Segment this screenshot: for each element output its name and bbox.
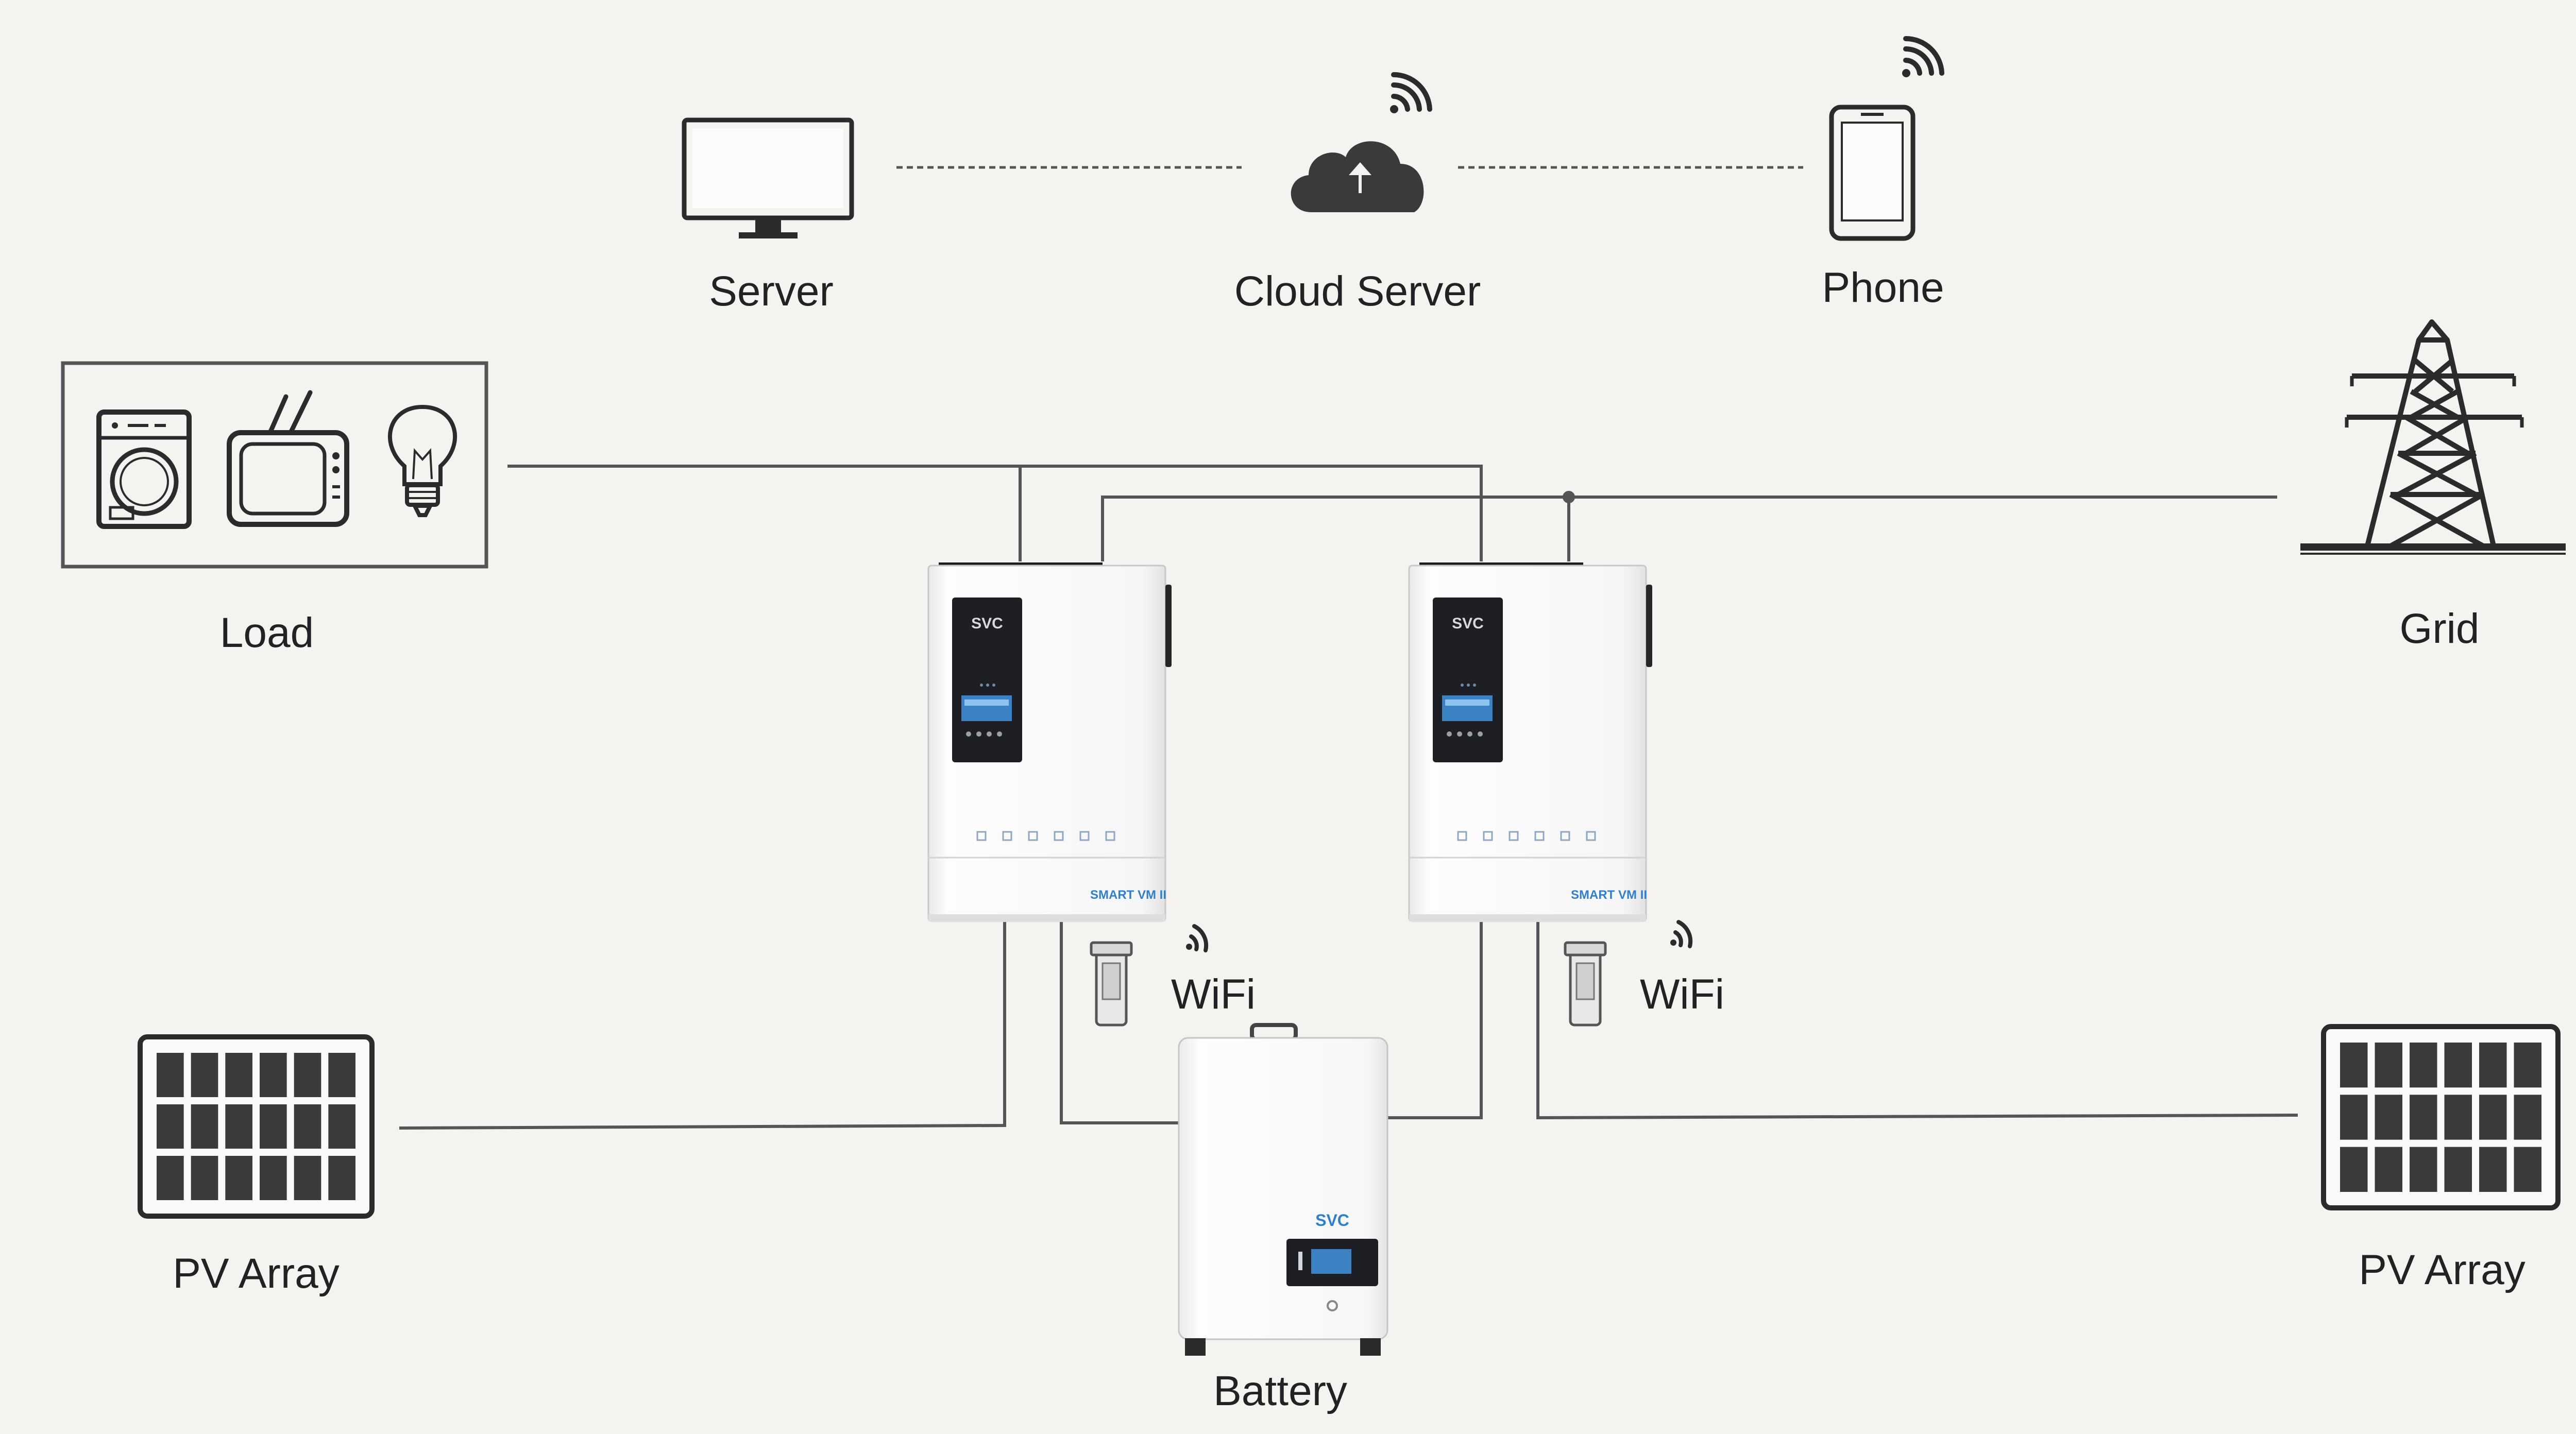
solar-cell: [328, 1053, 355, 1097]
pv-array-right-label: PV Array: [2359, 1247, 2526, 1293]
battery-label: Battery: [1213, 1368, 1347, 1414]
inverter-2-brand: SVC: [1452, 615, 1484, 632]
load-label: Load: [219, 609, 314, 656]
solar-cell: [294, 1053, 321, 1097]
inverter-1-model: SMART VM II: [1090, 888, 1166, 902]
wifi-signal-icon: [1390, 72, 1432, 113]
solar-cell: [157, 1156, 184, 1200]
wifi-label-1: WiFi: [1171, 971, 1256, 1018]
wifi-signal-icon: [1902, 36, 1944, 77]
solar-cell: [2340, 1095, 2368, 1140]
smartphone-icon: [1829, 105, 1916, 241]
wifi-label-2: WiFi: [1640, 971, 1724, 1018]
solar-cell: [2514, 1147, 2541, 1192]
wifi-signal-icon: [1186, 924, 1209, 952]
solar-cell: [294, 1156, 321, 1200]
solar-cell: [157, 1053, 184, 1097]
load-box: [61, 361, 488, 569]
pv-left-line: [399, 922, 1006, 1130]
solar-cell: [2375, 1095, 2402, 1140]
solar-cell: [2375, 1043, 2402, 1088]
solar-cell: [2444, 1147, 2472, 1192]
solar-cell: [2479, 1043, 2507, 1088]
solar-cell: [2479, 1095, 2507, 1140]
pv-right-line: [1536, 922, 2298, 1120]
monitor-icon: [682, 117, 854, 238]
pv-array-left-label: PV Array: [173, 1250, 340, 1297]
solar-cell: [191, 1156, 218, 1200]
solar-cell: [2514, 1095, 2541, 1140]
solar-cell: [328, 1156, 355, 1200]
solar-cell: [2410, 1147, 2437, 1192]
solar-panel-icon: [138, 1034, 375, 1219]
wifi-dongle-2: [1564, 920, 1693, 1027]
washing-machine-icon: [96, 409, 192, 529]
cloud-upload-icon: [1291, 141, 1424, 212]
solar-cell: [2340, 1147, 2368, 1192]
connection-lines: [399, 166, 2298, 1130]
solar-cell: [2375, 1147, 2402, 1192]
inverter-2-model: SMART VM II: [1571, 888, 1647, 902]
battery-brand: SVC: [1315, 1211, 1349, 1230]
inverter-1-brand: SVC: [971, 615, 1003, 632]
solar-cell: [157, 1104, 184, 1149]
solar-cell: [2479, 1147, 2507, 1192]
solar-cell: [260, 1053, 287, 1097]
solar-cell: [2410, 1043, 2437, 1088]
solar-cell: [2444, 1043, 2472, 1088]
transmission-tower-icon: [2300, 319, 2566, 555]
grid-label: Grid: [2399, 605, 2480, 652]
cloud-server-label: Cloud Server: [1234, 268, 1481, 315]
solar-cell: [191, 1104, 218, 1149]
solar-cell: [294, 1104, 321, 1149]
phone-label: Phone: [1822, 264, 1944, 311]
server-label: Server: [709, 268, 834, 315]
solar-cell: [328, 1104, 355, 1149]
solar-cell: [191, 1053, 218, 1097]
inverter-unit-1: [927, 562, 1172, 922]
battery-inv2-line: [1386, 922, 1483, 1119]
solar-cell: [260, 1156, 287, 1200]
solar-cell: [2514, 1043, 2541, 1088]
solar-cell: [260, 1104, 287, 1149]
light-bulb-icon: [388, 404, 457, 517]
battery-unit: [1178, 1023, 1388, 1356]
grid-line: [1101, 496, 2277, 561]
wifi-signal-icon: [1670, 920, 1693, 948]
wifi-dongle-1: [1090, 924, 1209, 1027]
solar-cell: [225, 1156, 252, 1200]
load-line: [507, 465, 1483, 561]
inv1-battery-line: [1060, 922, 1180, 1124]
solar-cell: [225, 1104, 252, 1149]
solar-panel-icon: [2321, 1024, 2561, 1210]
tv-icon: [227, 390, 349, 527]
solar-cell: [2444, 1095, 2472, 1140]
solar-cell: [2340, 1043, 2368, 1088]
inverter-unit-2: [1408, 562, 1652, 922]
solar-cell: [225, 1053, 252, 1097]
grid-junction: [1563, 491, 1575, 503]
solar-cell: [2410, 1095, 2437, 1140]
